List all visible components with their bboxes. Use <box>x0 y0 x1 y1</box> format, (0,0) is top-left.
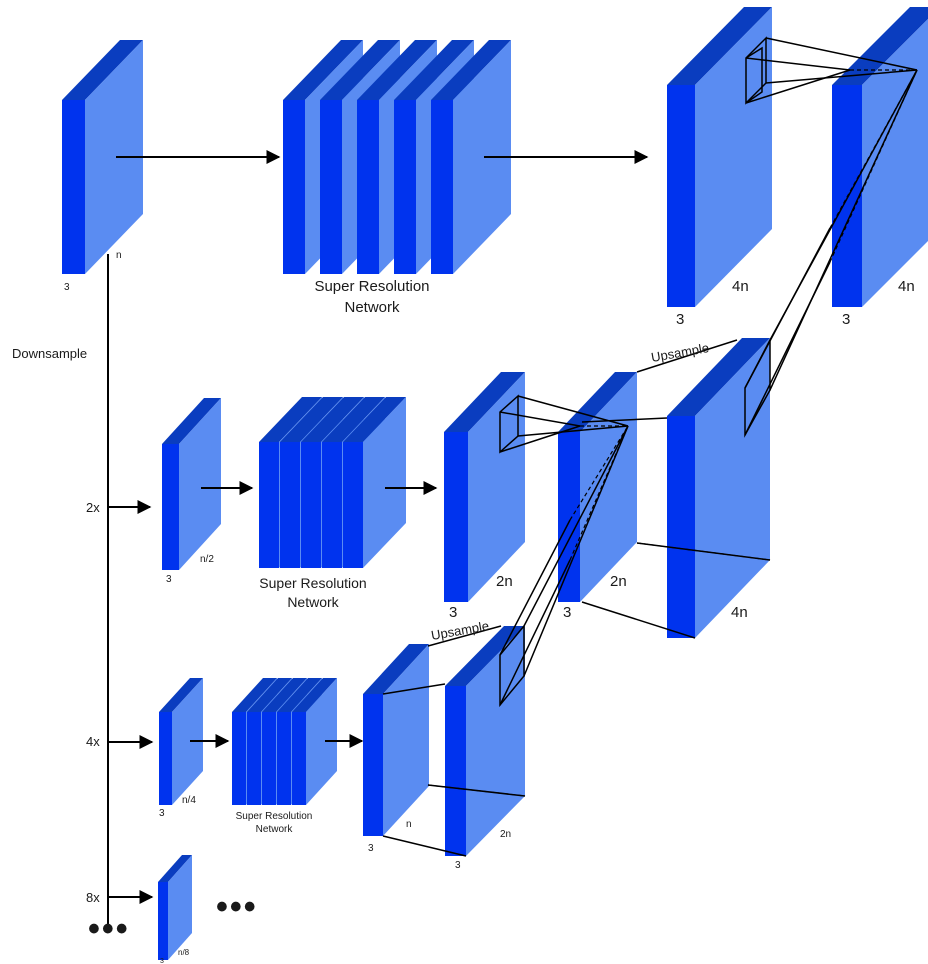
row1-network-label-1: Super Resolution <box>314 278 429 295</box>
row1-out-a-channels: 3 <box>676 311 684 328</box>
row4-input-block <box>158 855 192 960</box>
row3-out-a-channels: 3 <box>368 843 374 854</box>
patch-front-row3-up <box>499 623 525 708</box>
row3-out-b-size: 2n <box>500 829 511 840</box>
row1-out-b-channels: 3 <box>842 311 850 328</box>
row3-input-channels: 3 <box>159 808 165 819</box>
upsample-connector-row3: Upsample <box>382 618 526 857</box>
row1-out-a-size: 4n <box>732 278 749 295</box>
row3-network-label-2: Network <box>256 824 294 835</box>
row3-out-a-size: n <box>406 819 412 830</box>
labels: 3 n Super Resolution Network 3 4n 3 4n 3… <box>64 250 915 964</box>
flow-arrows <box>116 150 649 748</box>
row2-out-b-size: 2n <box>610 573 627 590</box>
row3-output-a-block <box>363 644 429 836</box>
row1-output-a-block <box>667 7 772 307</box>
upsample-label-row3: Upsample <box>430 618 490 643</box>
row1-network-block <box>431 40 511 274</box>
row1-output-b-block <box>832 7 928 307</box>
row2-up-block <box>667 338 770 638</box>
row1-network-label-2: Network <box>344 299 400 316</box>
row2-input-block <box>162 398 221 570</box>
scale-2x-label: 2x <box>86 500 100 515</box>
upsample-label-row2: Upsample <box>650 340 710 365</box>
row2-input-channels: 3 <box>166 574 172 585</box>
patch-projection-row1 <box>744 36 918 438</box>
row2-network-block <box>343 397 406 568</box>
row2-up-size: 4n <box>731 604 748 621</box>
row1-out-b-size: 4n <box>898 278 915 295</box>
downsample-label: Downsample <box>12 346 87 361</box>
scale-4x-label: 4x <box>86 734 100 749</box>
row1-input-channels: 3 <box>64 282 70 293</box>
row2-out-b-channels: 3 <box>563 604 571 621</box>
row2-input-size: n/2 <box>200 554 214 565</box>
row4-input-size: n/8 <box>178 948 190 957</box>
row2-network-label-2: Network <box>287 594 339 610</box>
ellipsis-left: ••• <box>88 910 130 948</box>
row3-network-block <box>292 678 337 805</box>
downsample-axis: Downsample 2x 4x 8x ••• <box>10 254 154 948</box>
row1-input-block <box>62 40 143 274</box>
scale-8x-label: 8x <box>86 890 100 905</box>
patch-projection-row2: Upsample <box>499 339 771 708</box>
row2-out-a-channels: 3 <box>449 604 457 621</box>
row3-out-b-channels: 3 <box>455 860 461 871</box>
row4-input-channels: 3 <box>160 958 164 964</box>
row2-output-a-block <box>444 372 525 602</box>
row3-network-label-1: Super Resolution <box>236 811 313 822</box>
ellipsis-row4: ••• <box>216 888 258 926</box>
row2-out-a-size: 2n <box>496 573 513 590</box>
row1-input-size: n <box>116 250 122 261</box>
row3-output-b-block <box>445 626 525 856</box>
row3-input-size: n/4 <box>182 795 196 806</box>
row2-network-label-1: Super Resolution <box>259 575 366 591</box>
row3-input-block <box>159 678 203 805</box>
